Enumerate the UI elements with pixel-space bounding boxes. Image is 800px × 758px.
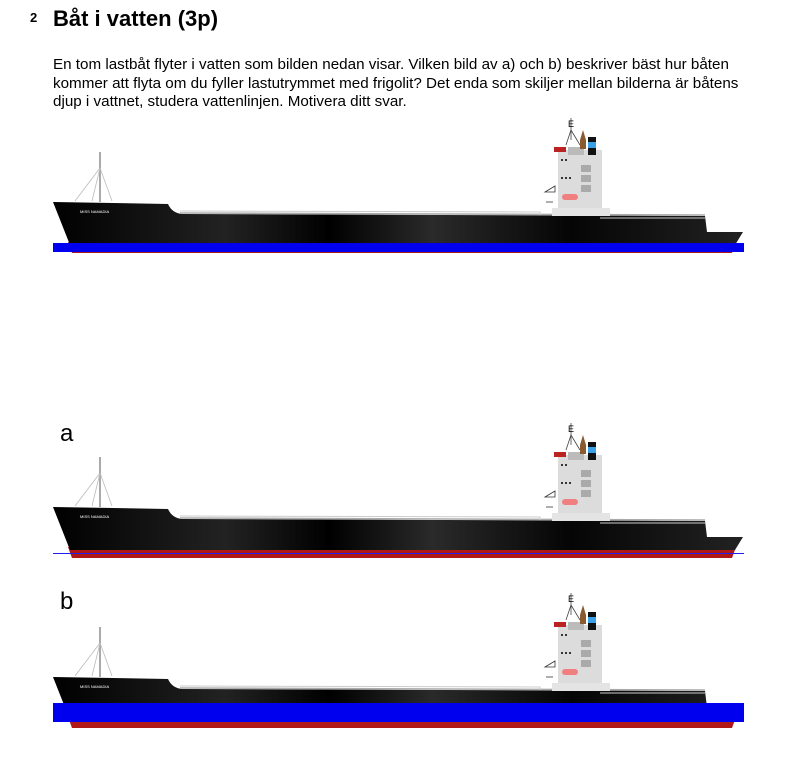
ship-option-a xyxy=(52,422,744,559)
water xyxy=(53,703,744,722)
ship-original xyxy=(52,117,744,254)
question-title: Båt i vatten (3p) xyxy=(53,6,219,31)
question-text: En tom lastbåt flyter i vatten som bilde… xyxy=(53,56,739,110)
water xyxy=(53,553,744,554)
question-number: 2 xyxy=(30,10,38,25)
ship-option-b xyxy=(52,592,744,729)
ship-drawing xyxy=(52,117,744,254)
option-a-label: a xyxy=(60,420,74,447)
ship-drawing xyxy=(52,422,744,559)
option-b-label: b xyxy=(60,588,74,615)
water xyxy=(53,243,744,252)
